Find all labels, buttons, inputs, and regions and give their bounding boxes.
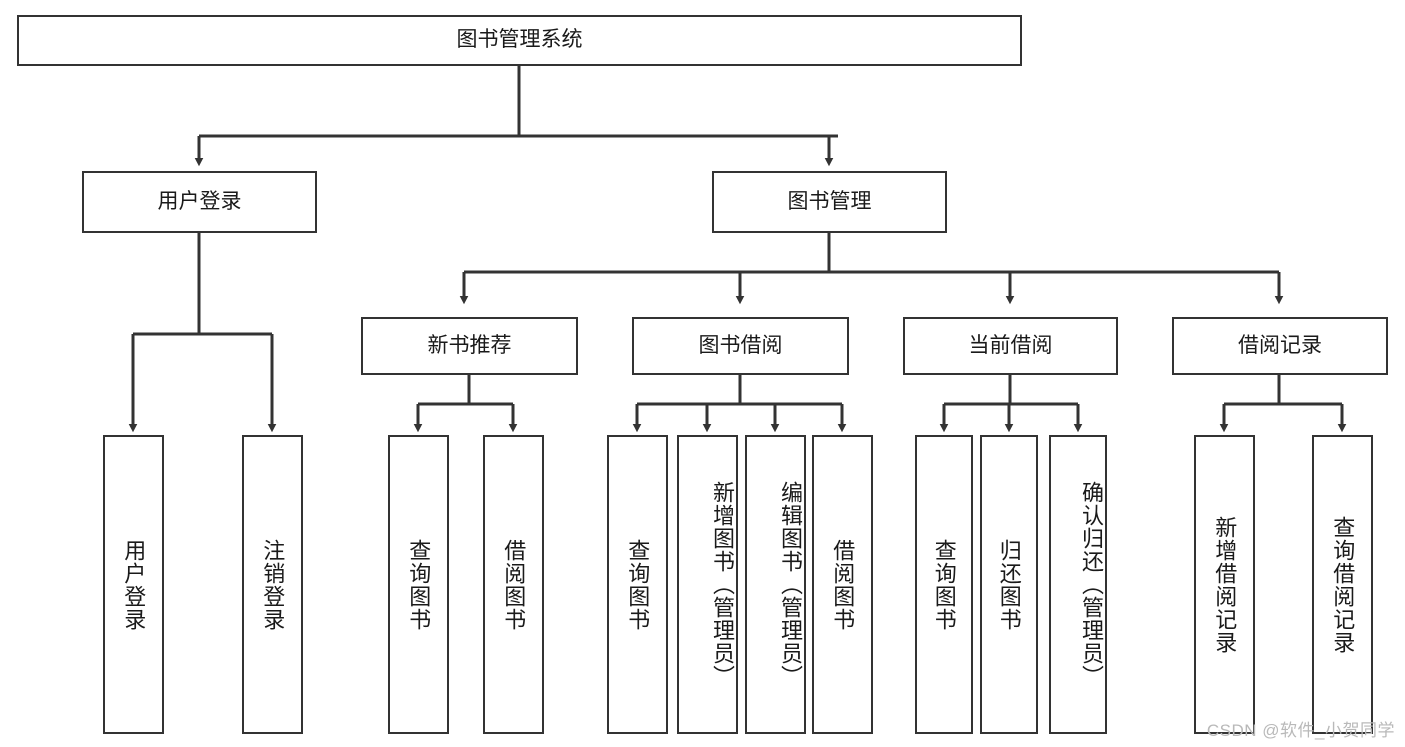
- node-leaf-confirm-return[interactable]: 确认归还（管理员）: [1049, 435, 1107, 734]
- node-new-book-rec[interactable]: 新书推荐: [361, 317, 578, 375]
- node-leaf-user-login[interactable]: 用户登录: [103, 435, 164, 734]
- csdn-watermark: CSDN @软件_小贺同学: [1206, 721, 1395, 740]
- node-root-label: 图书管理系统: [456, 28, 583, 52]
- node-leaf-borrow-book-2-label: 借阅图书: [830, 538, 856, 631]
- node-current-borrow-label: 当前借阅: [968, 333, 1053, 357]
- node-leaf-query-book-1-label: 查询图书: [406, 538, 432, 631]
- node-root[interactable]: 图书管理系统: [17, 15, 1022, 66]
- node-leaf-query-record[interactable]: 查询借阅记录: [1312, 435, 1373, 734]
- node-book-borrow-label: 图书借阅: [698, 333, 783, 357]
- node-leaf-return-book-label: 归还图书: [996, 538, 1022, 631]
- node-leaf-add-record-label: 新增借阅记录: [1212, 515, 1238, 654]
- node-leaf-borrow-book-1[interactable]: 借阅图书: [483, 435, 544, 734]
- node-borrow-record[interactable]: 借阅记录: [1172, 317, 1388, 375]
- node-leaf-add-book-label: 新增图书（管理员）: [710, 481, 735, 688]
- node-new-book-rec-label: 新书推荐: [427, 333, 512, 357]
- node-leaf-query-book-3-label: 查询图书: [931, 538, 957, 631]
- node-leaf-add-record[interactable]: 新增借阅记录: [1194, 435, 1255, 734]
- node-leaf-add-book[interactable]: 新增图书（管理员）: [677, 435, 738, 734]
- node-leaf-user-login-label: 用户登录: [121, 538, 147, 631]
- node-current-borrow[interactable]: 当前借阅: [903, 317, 1118, 375]
- node-book-manage-label: 图书管理: [787, 189, 872, 213]
- node-leaf-query-book-2-label: 查询图书: [625, 538, 651, 631]
- node-leaf-edit-book[interactable]: 编辑图书（管理员）: [745, 435, 806, 734]
- node-leaf-query-book-2[interactable]: 查询图书: [607, 435, 668, 734]
- node-book-manage[interactable]: 图书管理: [712, 171, 947, 233]
- node-leaf-borrow-book-2[interactable]: 借阅图书: [812, 435, 873, 734]
- node-borrow-record-label: 借阅记录: [1238, 333, 1322, 357]
- node-leaf-borrow-book-1-label: 借阅图书: [501, 538, 527, 631]
- node-leaf-edit-book-label: 编辑图书（管理员）: [778, 481, 803, 688]
- node-book-borrow[interactable]: 图书借阅: [632, 317, 849, 375]
- node-leaf-query-record-label: 查询借阅记录: [1330, 515, 1356, 654]
- node-leaf-return-book[interactable]: 归还图书: [980, 435, 1038, 734]
- node-leaf-confirm-return-label: 确认归还（管理员）: [1079, 481, 1104, 688]
- node-leaf-query-book-1[interactable]: 查询图书: [388, 435, 449, 734]
- node-user-login[interactable]: 用户登录: [82, 171, 317, 233]
- node-user-login-label: 用户登录: [157, 189, 242, 213]
- node-leaf-logout-label: 注销登录: [260, 538, 286, 631]
- node-leaf-query-book-3[interactable]: 查询图书: [915, 435, 973, 734]
- node-leaf-logout[interactable]: 注销登录: [242, 435, 303, 734]
